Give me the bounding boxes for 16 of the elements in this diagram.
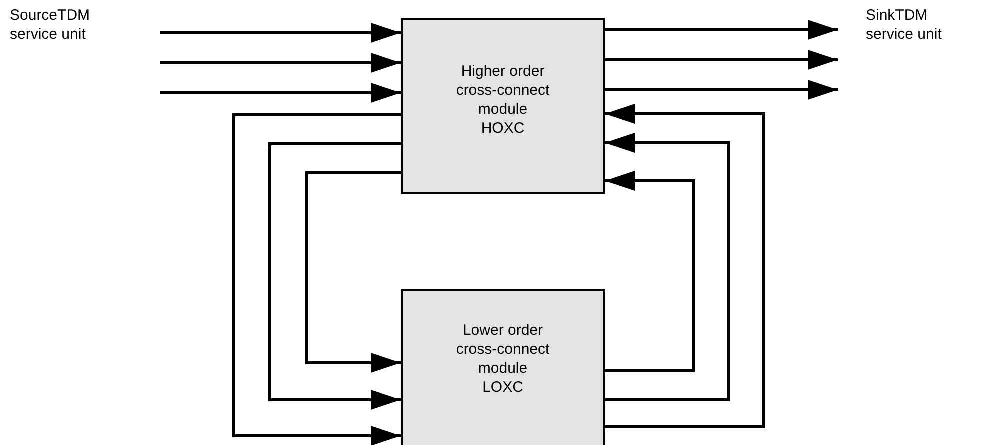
module-box: Lower order cross-connect module LOXC [401, 289, 605, 445]
arrow [232, 114, 401, 445]
unit-label: SourceTDM service unit [10, 6, 92, 44]
arrow [605, 20, 838, 40]
module-box: Higher order cross-connect module HOXC [401, 18, 605, 194]
unit-label: SinkTDM service unit [866, 6, 943, 44]
arrow [605, 50, 838, 70]
arrow [160, 83, 401, 103]
arrow [605, 171, 696, 372]
arrow [605, 104, 766, 428]
arrow [605, 80, 838, 100]
arrow [160, 53, 401, 73]
arrow [160, 23, 401, 43]
arrow [306, 172, 401, 373]
arrow [605, 133, 730, 402]
arrow [268, 142, 401, 410]
